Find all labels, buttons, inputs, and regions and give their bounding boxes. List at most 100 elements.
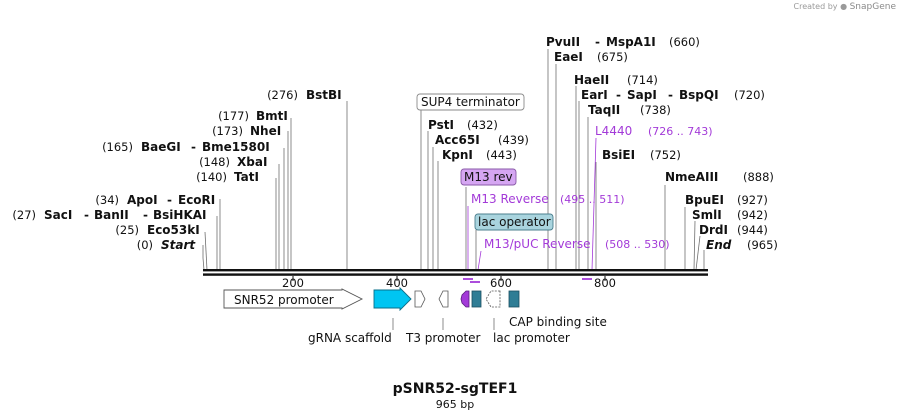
pos-pvuii: (660): [669, 35, 700, 49]
pos-apoi: (34): [95, 193, 119, 207]
sep: -: [595, 35, 600, 49]
enzyme-bsiei: BsiEI: [602, 148, 635, 162]
label-start: Start: [161, 238, 196, 252]
enzyme-haeii: HaeII: [574, 73, 609, 87]
pos-end: (965): [747, 238, 778, 252]
top-strand: [203, 269, 708, 272]
sep: -: [191, 140, 196, 154]
feature-labels-below: CAP binding site gRNA scaffold T3 promot…: [308, 315, 607, 345]
enzyme-nmeaiii: NmeAIII: [665, 170, 718, 184]
lac-promoter-glyph: [485, 290, 501, 308]
enzyme-apoi: ApoI: [127, 193, 158, 207]
enzyme-baegi: BaeGI: [141, 140, 181, 154]
primer-m13-reverse: M13 Reverse: [471, 192, 549, 206]
leader-l4440: [591, 137, 597, 271]
enzyme-bspqi: BspQI: [679, 88, 719, 102]
enzyme-pvuii: PvuII: [546, 35, 580, 49]
m13-rev-box: [460, 168, 517, 186]
primer-m13puc-reverse-range: (508 .. 530): [605, 238, 670, 251]
lac-operator-glyph: [471, 290, 482, 308]
credit-brand: SnapGene: [849, 2, 896, 12]
pos-kpni: (443): [486, 148, 517, 162]
sep: -: [167, 193, 172, 207]
pos-nmeaiii: (888): [743, 170, 774, 184]
sep: -: [616, 88, 621, 102]
pos-smli: (942): [737, 208, 768, 222]
enzyme-drdi: DrdI: [699, 223, 728, 237]
cap-binding-site-label: CAP binding site: [509, 315, 607, 329]
enzyme-xbai: XbaI: [237, 155, 267, 169]
enzyme-kpni: KpnI: [442, 148, 473, 162]
enzyme-banii: BanII: [94, 208, 129, 222]
pos-acc65i: (439): [498, 133, 529, 147]
sep: -: [143, 208, 148, 222]
sup4-terminator-glyph: [414, 290, 426, 308]
enzyme-bme1580i: Bme1580I: [202, 140, 270, 154]
pos-saci: (27): [12, 208, 36, 222]
snr52-promoter-arrow: [223, 288, 364, 310]
enzyme-mspa1i: MspA1I: [606, 35, 656, 49]
primer-m13-reverse-range: (495 .. 511): [560, 193, 625, 206]
primer-l4440-range: (726 .. 743): [648, 125, 713, 138]
enzyme-eco53ki: Eco53kI: [147, 223, 200, 237]
pos-psti: (432): [467, 118, 498, 132]
leader-eco53ki: [204, 231, 208, 271]
enzyme-sapi: SapI: [627, 88, 657, 102]
sup4-terminator-label: SUP4 terminator: [421, 95, 520, 109]
enzyme-leader-lines: [202, 49, 705, 271]
grna-scaffold-label: gRNA scaffold: [308, 331, 392, 345]
lac-operator-label: lac operator: [478, 215, 551, 229]
ruler-label-800: 800: [594, 276, 616, 290]
enzyme-labels-right: PvuII - MspA1I (660) EaeI (675) HaeII (7…: [546, 35, 778, 252]
snr52-promoter-label: SNR52 promoter: [234, 293, 334, 307]
enzyme-ecori: EcoRI: [178, 193, 215, 207]
enzyme-eaei: EaeI: [554, 50, 583, 64]
enzyme-bsihkai: BsiHKAI: [153, 208, 207, 222]
enzyme-nhei: NheI: [250, 124, 281, 138]
enzyme-bstbi: BstBI: [306, 88, 342, 102]
pos-xbai: (148): [199, 155, 230, 169]
sep: -: [668, 88, 673, 102]
enzyme-labels-left: (0) Start (25) Eco53kI (27) SacI - BanII…: [12, 88, 341, 252]
pos-bsiei: (752): [650, 148, 681, 162]
pos-eari: (720): [734, 88, 765, 102]
sequence-backbone: 200 400 600 800: [203, 269, 708, 290]
leader-drdi: [695, 235, 701, 271]
m13-rev-glyph: [460, 290, 470, 308]
snapgene-credit: Created by ● SnapGene: [794, 2, 897, 12]
enzyme-psti: PstI: [428, 118, 454, 132]
pos-start: (0): [137, 238, 153, 252]
primer-l4440: L4440: [595, 124, 632, 138]
bottom-strand: [203, 273, 708, 276]
enzyme-bmti: BmtI: [256, 109, 288, 123]
pos-taqii: (738): [640, 103, 671, 117]
pos-eco53ki: (25): [115, 223, 139, 237]
snapgene-logo-icon: ●: [840, 2, 848, 11]
t3-promoter-label: T3 promoter: [405, 331, 481, 345]
enzyme-taqii: TaqII: [588, 103, 620, 117]
pos-bpuei: (927): [737, 193, 768, 207]
pos-bmti: (177): [218, 109, 249, 123]
feature-glyphs: SNR52 promoter: [223, 286, 520, 312]
pos-bstbi: (276): [267, 88, 298, 102]
leader-start: [202, 245, 205, 271]
lac-operator-box: [474, 213, 554, 231]
enzyme-eari: EarI: [581, 88, 608, 102]
grna-scaffold-arrow: [373, 286, 412, 312]
enzyme-acc65i: Acc65I: [435, 133, 480, 147]
sup4-terminator-box: [416, 93, 525, 111]
ruler-label-200: 200: [282, 276, 304, 290]
pos-haeii: (714): [627, 73, 658, 87]
feature-leaders-below: [392, 318, 495, 330]
cap-binding-site-glyph: [508, 290, 520, 308]
pos-tati: (140): [196, 170, 227, 184]
pos-drdi: (944): [737, 223, 768, 237]
lac-promoter-label: lac promoter: [493, 331, 570, 345]
plasmid-title: pSNR52-sgTEF1: [393, 381, 518, 397]
plasmid-length: 965 bp: [436, 398, 474, 411]
enzyme-tati: TatI: [234, 170, 259, 184]
ruler-label-600: 600: [490, 276, 512, 290]
label-end: End: [706, 238, 732, 252]
pos-baegi: (165): [102, 140, 133, 154]
